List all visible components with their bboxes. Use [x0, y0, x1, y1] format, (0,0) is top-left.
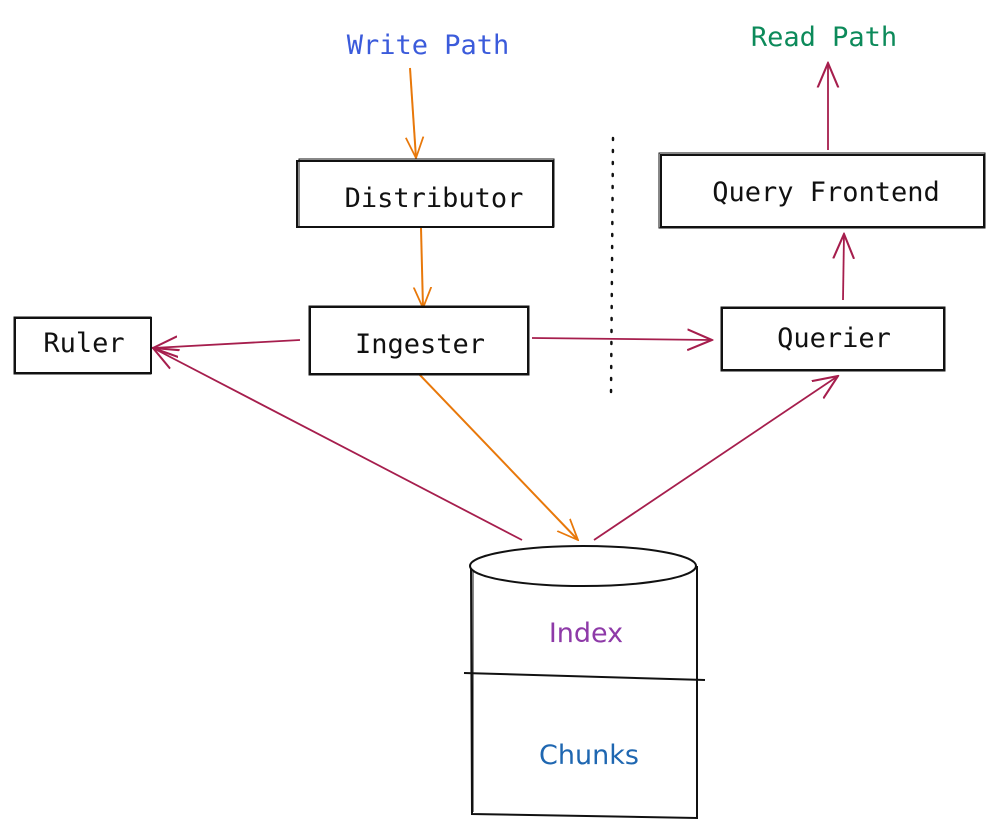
read-arrows	[153, 63, 844, 541]
path-divider	[609, 136, 615, 398]
write-path-label: Write Path	[347, 30, 510, 61]
ingester-label: Ingester	[355, 329, 485, 360]
chunks-label: Chunks	[539, 740, 639, 771]
arrow-ingester-to-querier	[531, 338, 712, 340]
distributor-label: Distributor	[345, 183, 524, 214]
write-arrows	[410, 67, 578, 540]
distributor-node[interactable]: Distributor	[296, 158, 555, 228]
arrow-storage-to-ruler	[153, 348, 523, 541]
ruler-node[interactable]: Ruler	[13, 316, 152, 375]
query-frontend-label: Query Frontend	[712, 177, 940, 208]
query-frontend-node[interactable]: Query Frontend	[658, 152, 986, 229]
arrow-querier-to-frontend	[843, 234, 844, 301]
querier-node[interactable]: Querier	[720, 306, 946, 372]
read-path-label: Read Path	[751, 22, 897, 53]
storage-divider	[463, 672, 706, 681]
ruler-label: Ruler	[43, 328, 124, 359]
arrow-ingester-to-storage	[417, 372, 578, 540]
index-label: Index	[549, 618, 623, 649]
arrow-write-to-distributor	[410, 67, 416, 158]
arrow-ingester-to-ruler	[153, 340, 301, 348]
storage-cylinder[interactable]: Index Chunks	[463, 545, 706, 820]
querier-label: Querier	[777, 323, 891, 354]
ingester-node[interactable]: Ingester	[308, 305, 530, 376]
arrow-storage-to-querier	[593, 376, 838, 541]
arrow-distributor-to-ingester	[421, 227, 423, 308]
